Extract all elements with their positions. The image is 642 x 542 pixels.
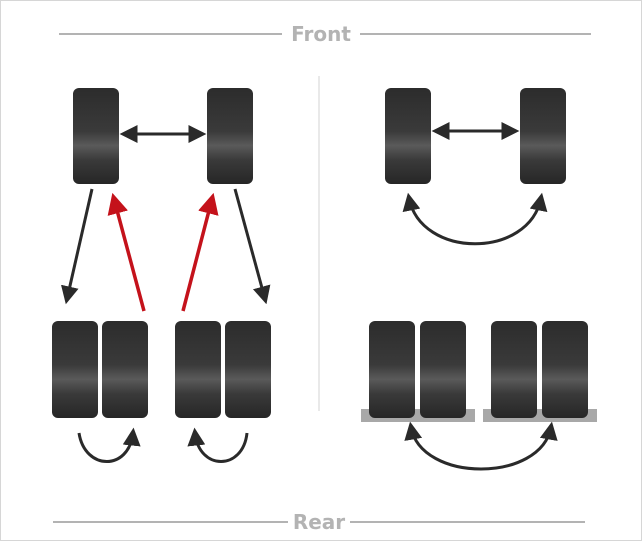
dual-tire-icon [369,321,415,418]
arrow-icon [233,188,271,305]
dual-tire-icon [52,321,98,418]
left-rotation-pattern [52,88,271,463]
dual-tire-icon [225,321,271,418]
dual-tire-icon [102,321,148,418]
arrow-icon [181,192,219,312]
rear-label: Rear [293,510,345,534]
dual-tire-icon [542,321,588,418]
tire-icon [520,88,566,184]
dual-tire-icon [175,321,221,418]
front-label: Front [291,22,351,46]
tire-icon [385,88,431,184]
arrow-icon [107,192,146,312]
right-rotation-pattern [361,88,597,471]
arrow-icon [61,188,94,305]
dual-tire-icon [491,321,537,418]
arrow-icon [187,427,249,463]
arrow-icon [404,421,558,471]
tire-icon [207,88,253,184]
arrow-icon [402,192,548,246]
tire-icon [73,88,119,184]
arrow-icon [77,427,141,463]
dual-tire-icon [420,321,466,418]
